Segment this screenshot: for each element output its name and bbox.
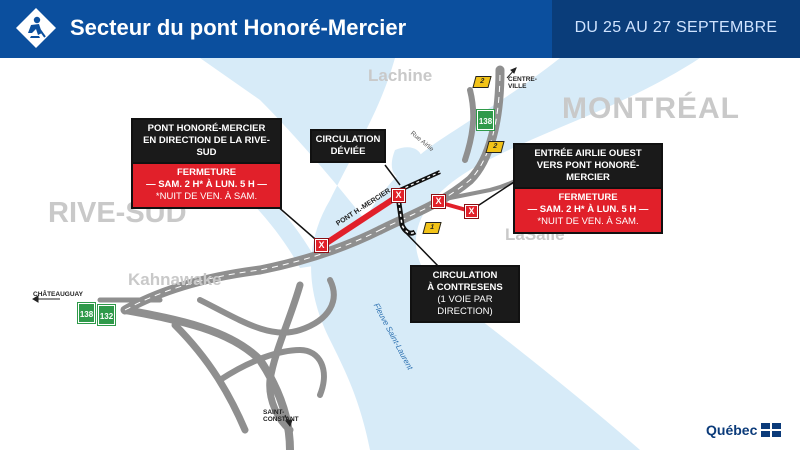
callout-airlie-title: ENTRÉE AIRLIE OUEST VERS PONT HONORÉ-MER… [513, 143, 663, 189]
page-title: Secteur du pont Honoré-Mercier [70, 15, 407, 40]
closed-bridge-segment [320, 193, 400, 249]
header-date-panel [552, 0, 800, 58]
route-132-shield: 132 [98, 305, 115, 325]
callout-airlie-closure: ENTRÉE AIRLIE OUEST VERS PONT HONORÉ-MER… [513, 143, 663, 234]
detour-route [395, 170, 441, 236]
callout-pont-closure: PONT HONORÉ-MERCIER EN DIRECTION DE LA R… [131, 118, 282, 209]
exit-2-shield-top: 2 [472, 76, 492, 88]
callout-pont-closure-time: — SAM. 2 H* À LUN. 5 H — [146, 179, 267, 190]
label-centre-ville: CENTRE- VILLE [508, 76, 537, 90]
callout-pont-title: PONT HONORÉ-MERCIER EN DIRECTION DE LA R… [131, 118, 282, 164]
quebec-logo: Québec [706, 422, 782, 438]
callout-contresens-sub: (1 VOIE PAR DIRECTION) [437, 294, 493, 317]
callout-airlie-closure-head: FERMETURE [558, 192, 618, 203]
closure-x-icon: X [465, 205, 478, 218]
callout-contresens-title: CIRCULATION À CONTRESENS [427, 270, 503, 293]
callout-airlie-closure-time: — SAM. 2 H* À LUN. 5 H — [527, 204, 649, 215]
place-montreal: MONTRÉAL [562, 92, 740, 125]
quebec-logo-text: Québec [706, 422, 758, 438]
date-range: DU 25 AU 27 SEPTEMBRE [574, 19, 778, 36]
callout-airlie-details: FERMETURE — SAM. 2 H* À LUN. 5 H — *NUIT… [513, 187, 663, 234]
callout-pont-closure-note: *NUIT DE VEN. À SAM. [155, 191, 258, 202]
callout-pont-closure-head: FERMETURE [176, 167, 237, 178]
callout-airlie-closure-note: *NUIT DE VEN. À SAM. [537, 216, 639, 227]
label-chateauguay: CHÂTEAUGUAY [33, 291, 83, 298]
label-saint-constant: SAINT- CONSTANT [263, 409, 299, 423]
place-kahnawake: Kahnawake [128, 270, 222, 289]
place-lachine: Lachine [368, 66, 433, 85]
header-bar: Secteur du pont Honoré-Mercier DU 25 AU … [0, 0, 800, 58]
exit-2-shield-mid: 2 [485, 141, 505, 153]
quebec-flag-icon [761, 423, 782, 437]
callout-contresens: CIRCULATION À CONTRESENS (1 VOIE PAR DIR… [410, 265, 520, 323]
callout-pont-details: FERMETURE — SAM. 2 H* À LUN. 5 H — *NUIT… [131, 162, 282, 209]
closure-x-icon: X [432, 195, 445, 208]
route-138-shield-north: 138 [477, 110, 494, 130]
callout-deviee: CIRCULATION DÉVIÉE [310, 129, 386, 163]
closure-x-icon: X [315, 239, 328, 252]
closure-x-icon: X [392, 189, 405, 202]
route-138-shield-west: 138 [78, 303, 95, 323]
road-worker-icon [16, 8, 56, 48]
direction-arrow-icon [32, 67, 517, 428]
exit-1-shield: 1 [422, 222, 442, 234]
